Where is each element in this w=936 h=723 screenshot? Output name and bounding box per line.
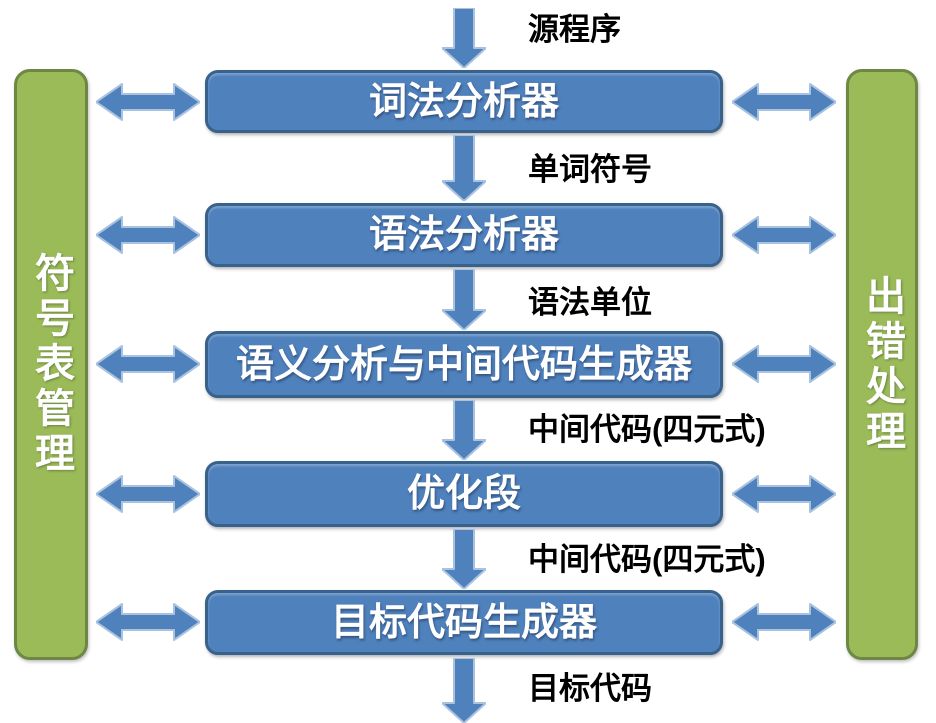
double-arrow-icon (96, 215, 200, 255)
down-arrow-icon (442, 135, 486, 201)
flow-label-source-program: 源程序 (528, 12, 621, 47)
stage-label: 优化段 (406, 473, 521, 515)
double-arrow-icon (96, 602, 200, 642)
down-arrow-icon (442, 400, 486, 460)
error-handling-label: 出错处理 (860, 274, 904, 455)
down-arrow-icon (442, 658, 486, 723)
down-arrow-icon (442, 8, 486, 68)
stage-box-optimization: 优化段 (205, 461, 723, 527)
stage-label: 语法分析器 (368, 214, 559, 256)
stage-box-target-code-generator: 目标代码生成器 (205, 590, 723, 655)
symbol-table-label: 符号表管理 (29, 252, 73, 477)
down-arrow-icon (442, 269, 486, 330)
double-arrow-icon (732, 82, 836, 122)
double-arrow-icon (732, 602, 836, 642)
flow-label-target-code: 目标代码 (528, 671, 652, 706)
stage-label: 语义分析与中间代码生成器 (235, 343, 692, 386)
stage-label: 目标代码生成器 (330, 601, 597, 644)
flow-label-intermediate-code-1: 中间代码(四元式) (528, 412, 766, 447)
symbol-table-bar: 符号表管理 (14, 69, 88, 660)
stage-label: 词法分析器 (368, 80, 559, 123)
double-arrow-icon (96, 82, 200, 122)
down-arrow-icon (442, 529, 486, 589)
flow-label-syntax-units: 语法单位 (528, 285, 652, 320)
double-arrow-icon (732, 344, 836, 384)
double-arrow-icon (96, 344, 200, 384)
double-arrow-icon (732, 215, 836, 255)
stage-box-syntax-analyzer: 语法分析器 (205, 203, 723, 267)
flow-label-token-symbols: 单词符号 (528, 152, 652, 187)
double-arrow-icon (96, 474, 200, 514)
stage-box-lexical-analyzer: 词法分析器 (205, 70, 723, 133)
flow-label-intermediate-code-2: 中间代码(四元式) (528, 542, 766, 577)
stage-box-semantic-intermediate-generator: 语义分析与中间代码生成器 (205, 331, 723, 398)
double-arrow-icon (732, 474, 836, 514)
error-handling-bar: 出错处理 (846, 69, 918, 660)
